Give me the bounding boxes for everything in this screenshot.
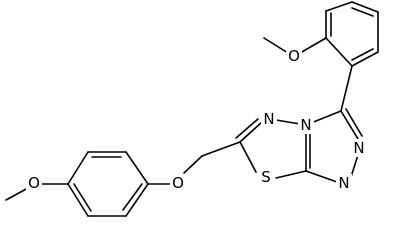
bond: [239, 141, 257, 173]
bond: [340, 110, 359, 140]
bond: [325, 1, 353, 12]
atom-label: N: [263, 110, 274, 128]
molecule-structure-diagram: O O O N N N N S: [5, 1, 379, 217]
atom-label: N: [300, 116, 311, 134]
methoxy-group-top: [263, 37, 327, 54]
bond: [351, 48, 374, 61]
bond: [5, 187, 29, 201]
bond: [275, 170, 307, 179]
atom-N-bridgehead: N: [298, 116, 314, 134]
bond: [73, 183, 92, 212]
bond: [351, 51, 379, 67]
atom-label: S: [261, 168, 271, 186]
phenyl-ring-bottom: [67, 151, 149, 217]
bond: [122, 183, 143, 211]
bond: [125, 183, 149, 217]
bond: [235, 118, 259, 139]
bond: [125, 151, 149, 185]
bond: [351, 1, 379, 13]
bond: [345, 108, 363, 137]
atom-label: N: [338, 174, 349, 192]
bond: [305, 170, 338, 183]
atom-label: O: [288, 47, 300, 65]
phenyl-ring-top: [325, 1, 379, 67]
bond: [340, 65, 353, 112]
atom-N-triazole-bottom: N: [336, 174, 352, 192]
atom-label: N: [353, 139, 364, 157]
atom-N-thiadiazole: N: [261, 110, 277, 128]
bond: [351, 7, 374, 17]
bond: [67, 183, 89, 217]
atom-O-methoxy-top: O: [286, 47, 302, 65]
atom-label: O: [28, 174, 40, 192]
bond: [201, 141, 241, 157]
atom-S: S: [258, 168, 274, 186]
bond: [299, 37, 327, 54]
bond: [67, 151, 89, 185]
bond: [325, 37, 353, 67]
bond: [263, 37, 289, 54]
oxymethyl-linker: [147, 141, 241, 185]
atom-O-methoxy-bottom: O: [26, 174, 42, 192]
atom-N-triazole-right: N: [351, 139, 367, 157]
atom-O-ether: O: [170, 174, 186, 192]
bond: [239, 121, 263, 143]
methoxy-group-bottom: [5, 183, 69, 201]
bond: [183, 155, 203, 174]
atom-label: O: [172, 174, 184, 192]
